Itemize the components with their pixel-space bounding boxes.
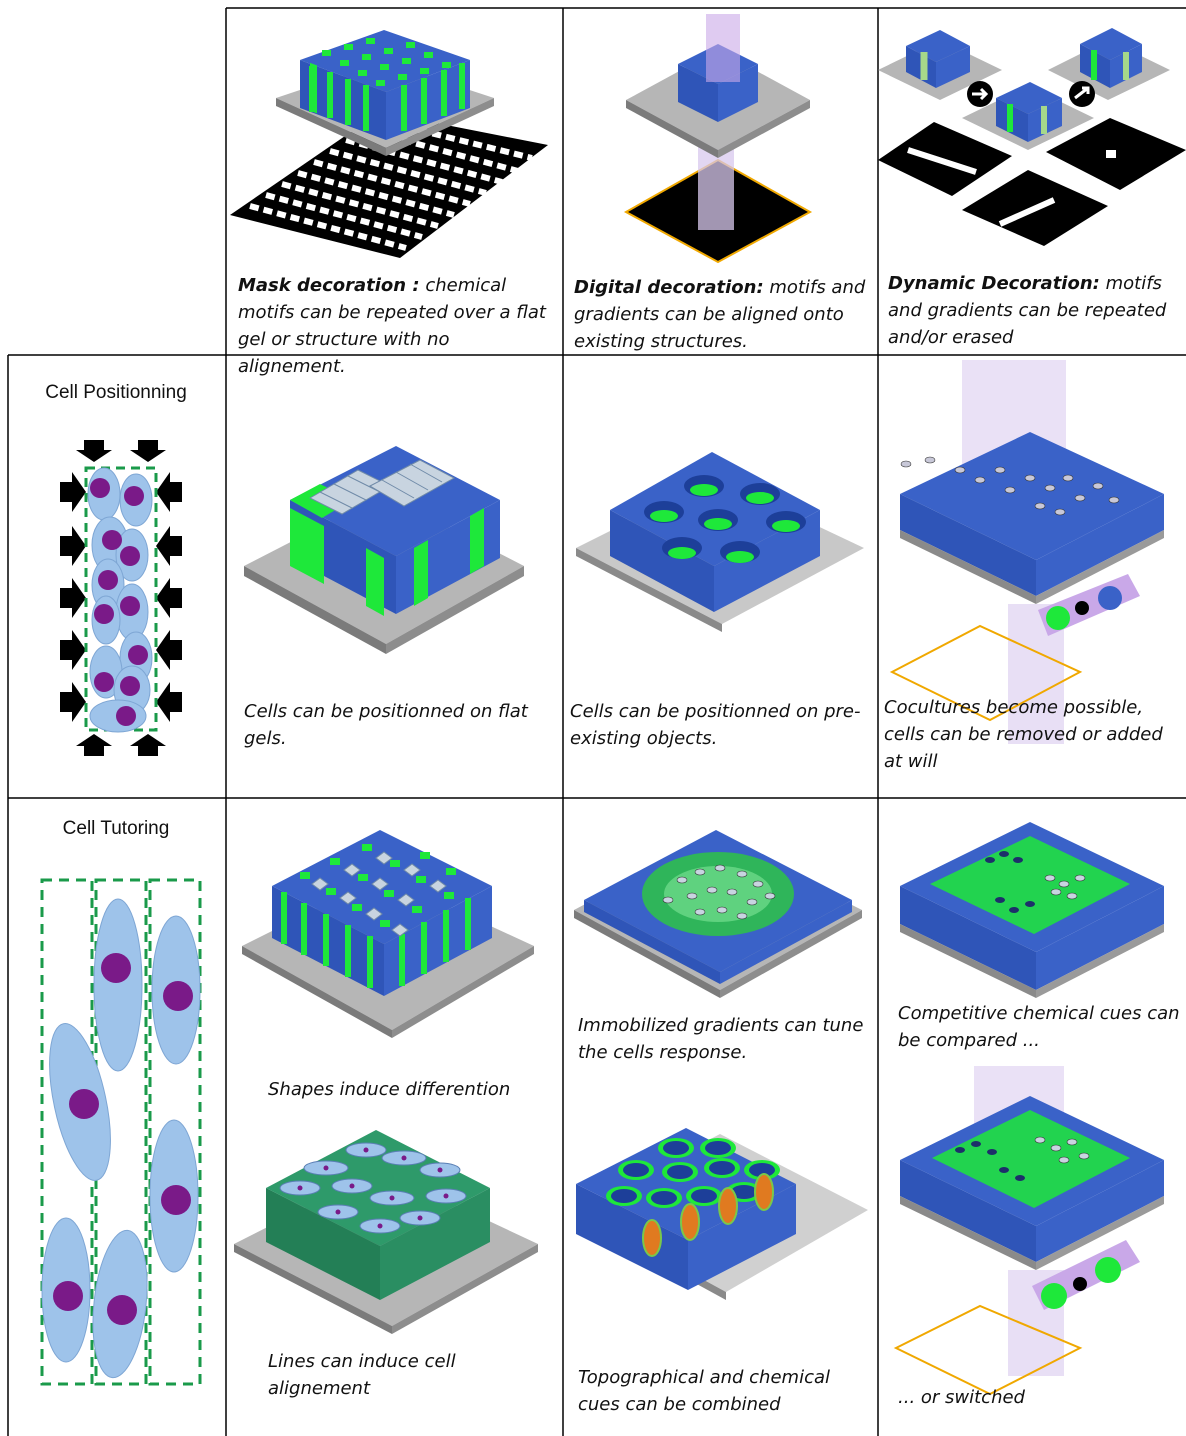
caption-positioning-flat: Cells can be positionned on flat gels. xyxy=(244,701,528,749)
header-mask-decoration: Mask decoration : chemical motifs can be… xyxy=(238,272,556,380)
caption-tutoring-lines: Lines can induce cell alignement xyxy=(268,1351,456,1399)
header-dynamic-decoration: Dynamic Decoration: motifs and gradients… xyxy=(888,270,1186,351)
header-digital-text: motifs and gradients can be aligned onto… xyxy=(574,277,866,352)
caption-coculture: Cocultures become possible, cells can be… xyxy=(884,697,1163,772)
caption-tutoring-switched: ... or switched xyxy=(898,1387,1025,1408)
header-dynamic-text: motifs and gradients can be repeated and… xyxy=(888,273,1167,348)
header-mask-bold: Mask decoration : xyxy=(238,275,420,296)
caption-tutoring-gradients: Immobilized gradients can tune the cells… xyxy=(578,1015,864,1063)
row-label-cell-positioning: Cell Positionning xyxy=(45,382,187,403)
header-digital-bold: Digital decoration: xyxy=(574,277,764,298)
caption-tutoring-shapes: Shapes induce differention xyxy=(268,1079,511,1100)
header-mask-text: chemical motifs can be repeated over a f… xyxy=(238,275,546,377)
header-dynamic-bold: Dynamic Decoration: xyxy=(888,273,1100,294)
caption-tutoring-topographical: Topographical and chemical cues can be c… xyxy=(578,1367,830,1415)
caption-positioning-pre-existing: Cells can be positionned on pre-existing… xyxy=(570,701,861,749)
header-digital-decoration: Digital decoration: motifs and gradients… xyxy=(574,274,872,355)
row-label-cell-tutoring: Cell Tutoring xyxy=(62,818,170,839)
caption-tutoring-competitive: Competitive chemical cues can be compare… xyxy=(898,1003,1180,1051)
